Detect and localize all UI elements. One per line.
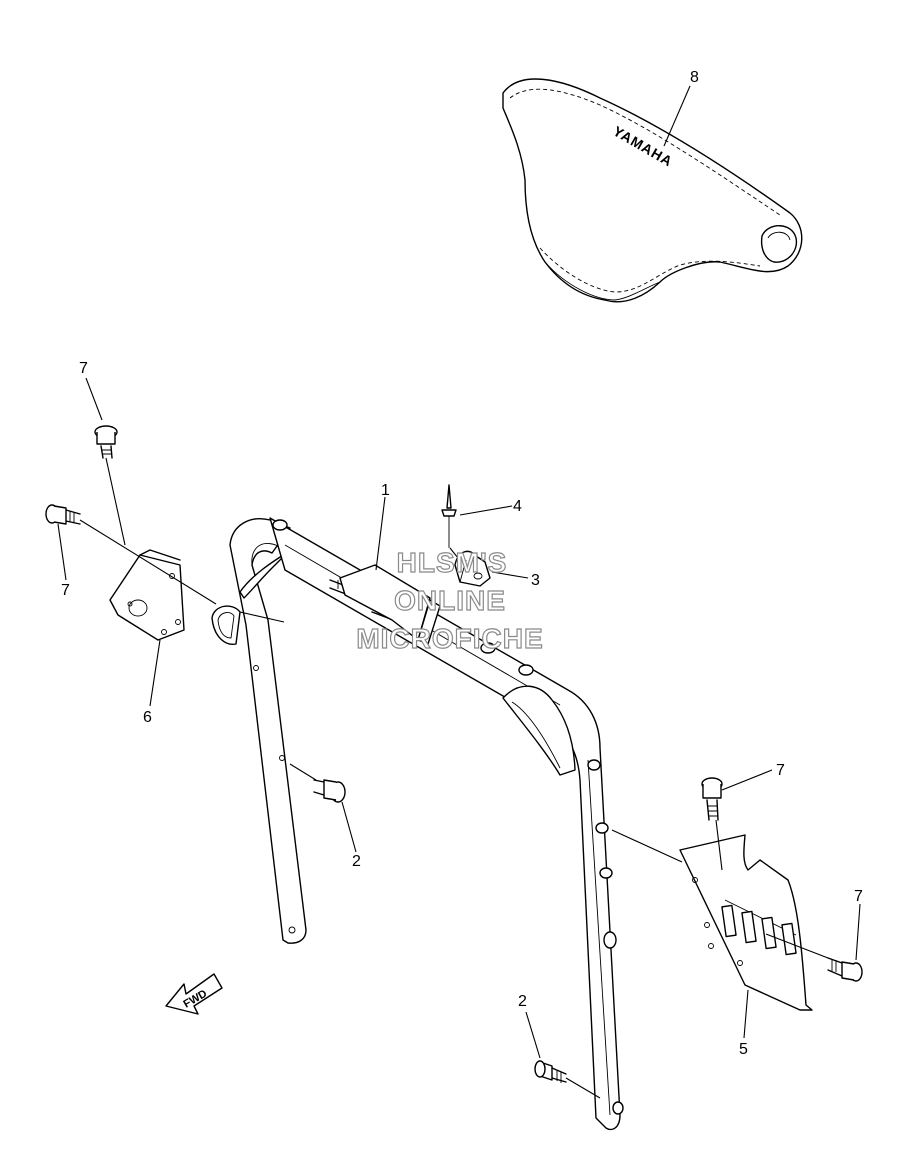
callout-2-lower: 2 [518,993,527,1010]
watermark-line-2: ONLINE [394,585,506,616]
seat-part-8[interactable]: YAMAHA [502,78,803,303]
callout-1: 1 [381,482,390,499]
leader-lines [57,85,861,1059]
callout-6: 6 [143,709,152,726]
bolt-7-right[interactable] [827,957,863,982]
rivet-part-4[interactable] [441,484,457,548]
watermark: HLSM'S ONLINE MICROFICHE [356,546,544,654]
callout-7-right-top: 7 [776,762,785,779]
frame-part-1[interactable] [229,517,624,1131]
callout-8: 8 [690,69,699,86]
watermark-line-1: HLSM'S [397,547,508,578]
fwd-arrow-icon: FWD [165,973,223,1015]
callout-4: 4 [513,498,522,515]
callout-numbers: 1 2 2 3 4 5 6 7 7 7 7 8 [61,69,863,1058]
callout-5: 5 [739,1041,748,1058]
callout-7-right: 7 [854,888,863,905]
callout-2-upper: 2 [352,853,361,870]
bracket-part-6[interactable] [109,549,185,641]
bolt-2-upper[interactable] [313,779,346,803]
bolt-7-right-top[interactable] [701,777,723,821]
callout-7-top-left: 7 [79,360,88,377]
callout-3: 3 [531,572,540,589]
watermark-line-3: MICROFICHE [356,623,543,654]
assembly-guide-lines [79,457,829,1099]
bolt-7-top-left[interactable] [94,425,118,459]
bolt-2-lower[interactable] [534,1060,567,1083]
bolt-7-left[interactable] [45,504,81,525]
plate-part-5[interactable] [679,834,813,1011]
d-ring[interactable] [211,605,241,645]
callout-7-left: 7 [61,582,70,599]
